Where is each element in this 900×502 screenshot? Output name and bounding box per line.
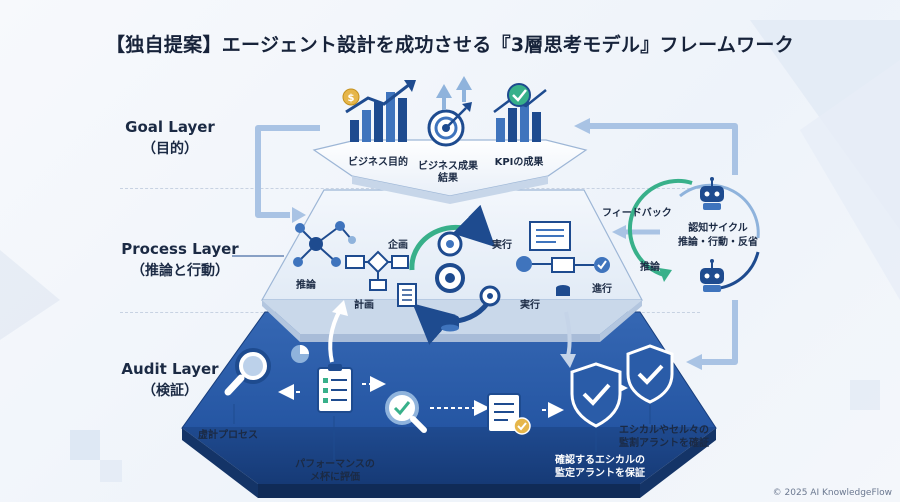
goal-business-result-line2: 結果 (438, 173, 458, 184)
audit-ethics-line2: 監割アラントを確証 (619, 438, 709, 449)
goal-business-result-line1: ビジネス成果 (418, 161, 478, 172)
shield-check-icon-2 (626, 344, 674, 404)
process-layer-title: Process Layer (121, 240, 239, 258)
workflow-icon (516, 221, 610, 296)
right-top-loop-arrow (574, 118, 738, 175)
bar-chart-icon (345, 80, 416, 142)
cycle-title-label: 認知サイクル 推論・行動・反省 (668, 222, 768, 250)
cycle-title: 認知サイクル (688, 223, 748, 234)
target-icon (427, 76, 472, 147)
process-plan-label: 計画 (354, 300, 374, 311)
right-bottom-loop-arrow (686, 300, 738, 370)
audit-layer-subtitle: （検証） (142, 383, 198, 399)
audit-confirm-label: 確認するエシカルの 監定アラントを保証 (540, 454, 660, 480)
page-title: 【独自提案】エージェント設計を成功させる『3層思考モデル』フレームワーク (105, 34, 795, 56)
goal-business-goal-label: ビジネス目的 (348, 157, 408, 168)
process-execute-2-label: 実行 (520, 300, 540, 311)
audit-leader-lines (233, 404, 651, 460)
left-loop-arrow (255, 125, 320, 223)
process-layer-label: Process Layer （推論と行動） (100, 240, 260, 280)
coin-icon: $ (342, 88, 360, 106)
goal-kpi-label: KPIの成果 (494, 157, 544, 168)
process-reasoning-label: 推論 (296, 280, 316, 291)
audit-ethics-line1: エシカルやセル々の (619, 425, 709, 436)
clipboard-icon (317, 364, 353, 413)
checklist-icon (487, 393, 531, 435)
cycle-reasoning-label: 推論 (640, 262, 660, 273)
goal-platform (312, 139, 588, 204)
pie-chart-icon (291, 345, 309, 363)
cycle-to-process-arrow (612, 225, 660, 239)
shield-check-icon (570, 362, 622, 428)
magnifier-check-icon (385, 391, 427, 433)
robot-icon-2 (700, 259, 724, 292)
flowchart-icon (345, 250, 409, 291)
audit-ethics-label: エシカルやセル々の 監割アラントを確証 (604, 424, 724, 450)
goal-layer-label: Goal Layer （目的） (110, 118, 230, 158)
audit-layer-title: Audit Layer (121, 360, 219, 378)
audit-layer-label: Audit Layer （検証） (105, 360, 235, 400)
process-to-audit-arrow (560, 311, 576, 368)
copyright: © 2025 AI KnowledgeFlow (772, 488, 892, 498)
audit-process-label: 虚計プロセス (198, 430, 258, 441)
document-icon (397, 283, 417, 307)
robot-icon (700, 177, 724, 210)
process-progress-label: 進行 (592, 284, 612, 295)
goal-layer-subtitle: （目的） (142, 141, 198, 157)
audit-performance-label: パフォーマンスの メ杯に評価 (280, 458, 390, 484)
goal-business-result-label: ビジネス成果 結果 (416, 161, 480, 185)
magnifier-icon (224, 348, 271, 396)
audit-to-process-arrow (328, 300, 348, 363)
cycle-feedback-label: フィードバック (602, 208, 672, 219)
badge-check-icon (507, 83, 531, 107)
audit-confirm-line1: 確認するエシカルの (555, 455, 645, 466)
process-layer-subtitle: （推論と行動） (131, 263, 229, 279)
cognitive-cycle (627, 178, 760, 290)
audit-performance-line2: メ杯に評価 (310, 472, 360, 483)
cycle-gears-icon (409, 204, 501, 345)
cycle-subtitle: 推論・行動・反省 (678, 237, 758, 248)
network-icon (293, 221, 356, 267)
database-icon (441, 314, 459, 332)
process-planning-label: 企画 (388, 240, 408, 251)
audit-confirm-line2: 監定アラントを保証 (555, 468, 645, 479)
goal-layer-title: Goal Layer (125, 118, 215, 136)
process-execute-label: 実行 (492, 240, 512, 251)
svg-text:$: $ (348, 93, 355, 104)
audit-performance-line1: パフォーマンスの (295, 459, 375, 470)
